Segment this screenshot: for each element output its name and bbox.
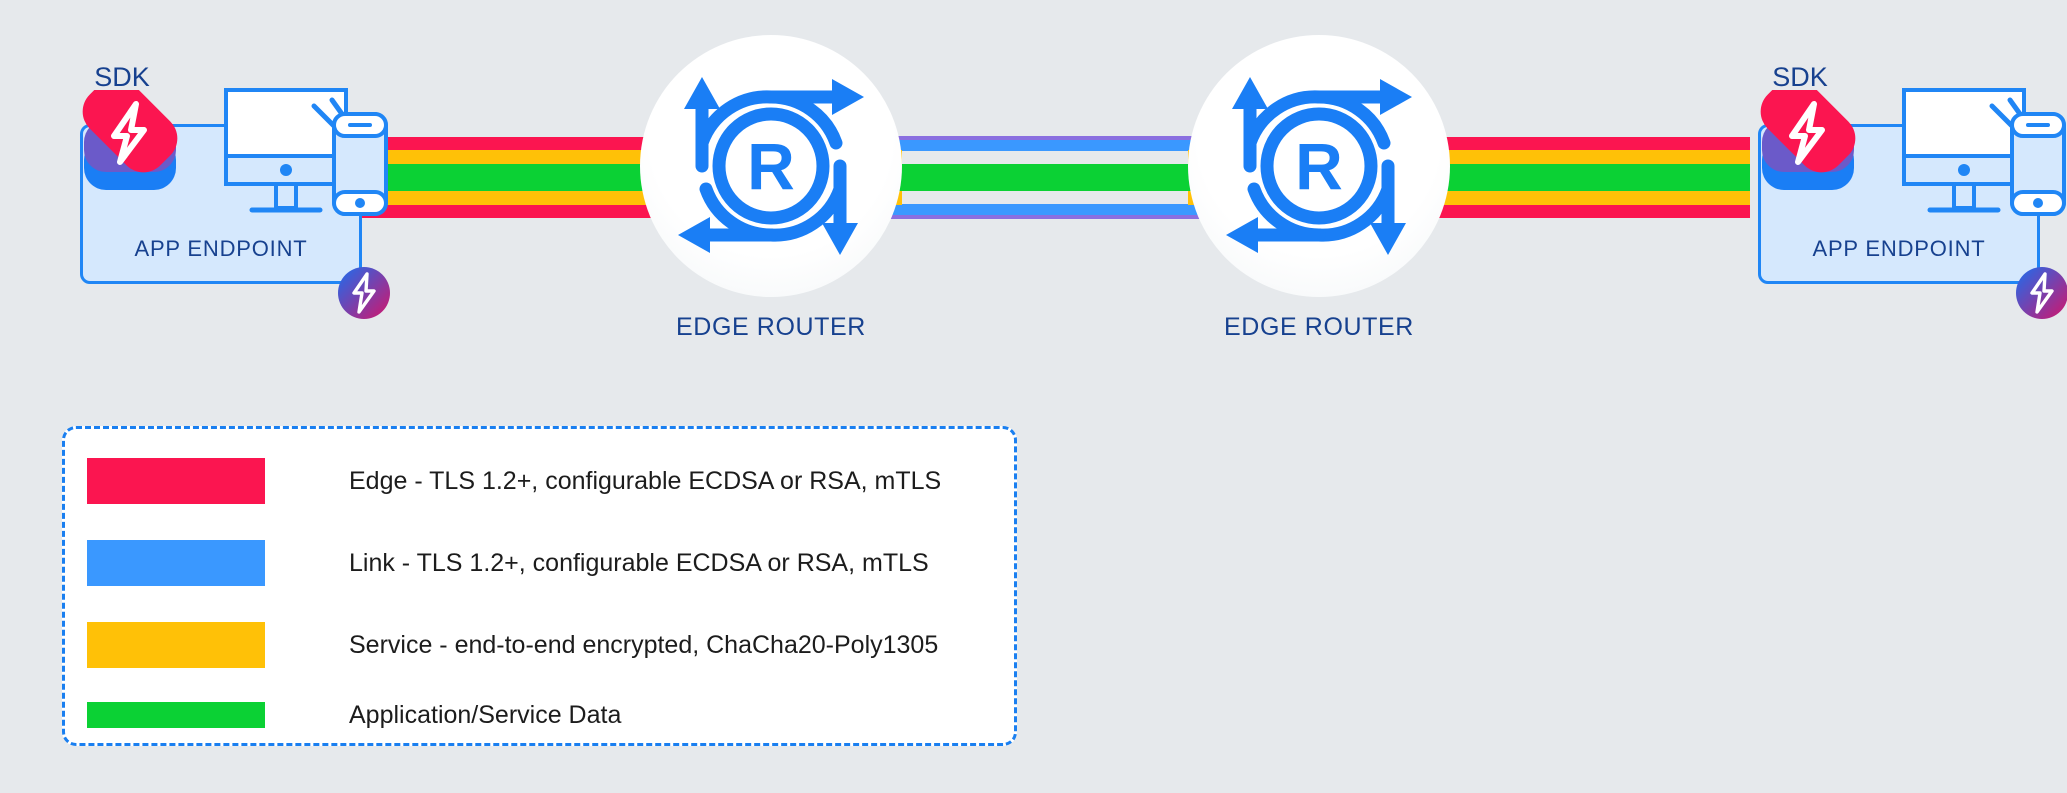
band-link-bot bbox=[880, 204, 1210, 215]
application-data-swatch bbox=[87, 702, 265, 728]
legend-label: Service - end-to-end encrypted, ChaCha20… bbox=[349, 630, 939, 659]
legend-label: Application/Service Data bbox=[349, 700, 622, 729]
legend-label: Link - TLS 1.2+, configurable ECDSA or R… bbox=[349, 548, 929, 577]
edge-router-left-label: EDGE ROUTER bbox=[676, 313, 866, 341]
legend-panel: Edge - TLS 1.2+, configurable ECDSA or R… bbox=[62, 426, 1017, 746]
app-endpoint-right[interactable]: APP ENDPOINT SDK bbox=[1740, 28, 2067, 319]
svg-text:R: R bbox=[1295, 129, 1343, 203]
sdk-stack-icon bbox=[82, 90, 178, 190]
edge-router-right-label: EDGE ROUTER bbox=[1224, 313, 1414, 341]
svg-text:R: R bbox=[747, 129, 795, 203]
device-group bbox=[224, 88, 388, 216]
router-icon: R bbox=[1226, 77, 1412, 255]
band-edge-bot-left bbox=[340, 205, 672, 218]
sdk-stack-icon bbox=[1760, 90, 1856, 190]
device-group bbox=[1902, 88, 2066, 216]
band-edge-top-left bbox=[340, 137, 672, 150]
endpoint-label: APP ENDPOINT bbox=[134, 236, 308, 261]
sdk-label: SDK bbox=[1772, 62, 1828, 92]
legend-item-service: Service - end-to-end encrypted, ChaCha20… bbox=[87, 617, 938, 673]
band-data-right bbox=[1418, 164, 1750, 191]
router-icon: R bbox=[678, 77, 864, 255]
band-edge-bot-right bbox=[1418, 205, 1750, 218]
band-link-accent-top bbox=[880, 136, 1210, 140]
link-swatch bbox=[87, 540, 265, 586]
phone-icon bbox=[2010, 112, 2066, 216]
endpoint-label: APP ENDPOINT bbox=[1812, 236, 1986, 261]
phone-icon bbox=[332, 112, 388, 216]
legend-item-link: Link - TLS 1.2+, configurable ECDSA or R… bbox=[87, 535, 929, 591]
band-service-top-left bbox=[340, 150, 672, 164]
band-link-accent-bot bbox=[880, 215, 1210, 219]
legend-item-application-data: Application/Service Data bbox=[87, 687, 621, 743]
monitor-icon bbox=[224, 88, 348, 213]
band-service-bot-right bbox=[1418, 191, 1750, 205]
monitor-icon bbox=[1902, 88, 2026, 213]
edge-router-right[interactable]: R bbox=[1188, 35, 1450, 297]
app-endpoint-left[interactable]: APP ENDPOINT SDK bbox=[62, 28, 402, 319]
band-edge-top-right bbox=[1418, 137, 1750, 150]
legend-label: Edge - TLS 1.2+, configurable ECDSA or R… bbox=[349, 466, 942, 495]
band-service-top-right bbox=[1418, 150, 1750, 164]
band-service-bot-left bbox=[340, 191, 672, 205]
band-link-top bbox=[880, 140, 1210, 151]
bolt-badge-icon bbox=[338, 267, 390, 319]
band-data-middle bbox=[880, 164, 1210, 191]
sdk-label: SDK bbox=[94, 62, 150, 92]
service-swatch bbox=[87, 622, 265, 668]
edge-router-left[interactable]: R bbox=[640, 35, 902, 297]
bolt-badge-icon bbox=[2016, 267, 2067, 319]
edge-swatch bbox=[87, 458, 265, 504]
band-data-left bbox=[340, 164, 672, 191]
legend-item-edge: Edge - TLS 1.2+, configurable ECDSA or R… bbox=[87, 453, 941, 509]
